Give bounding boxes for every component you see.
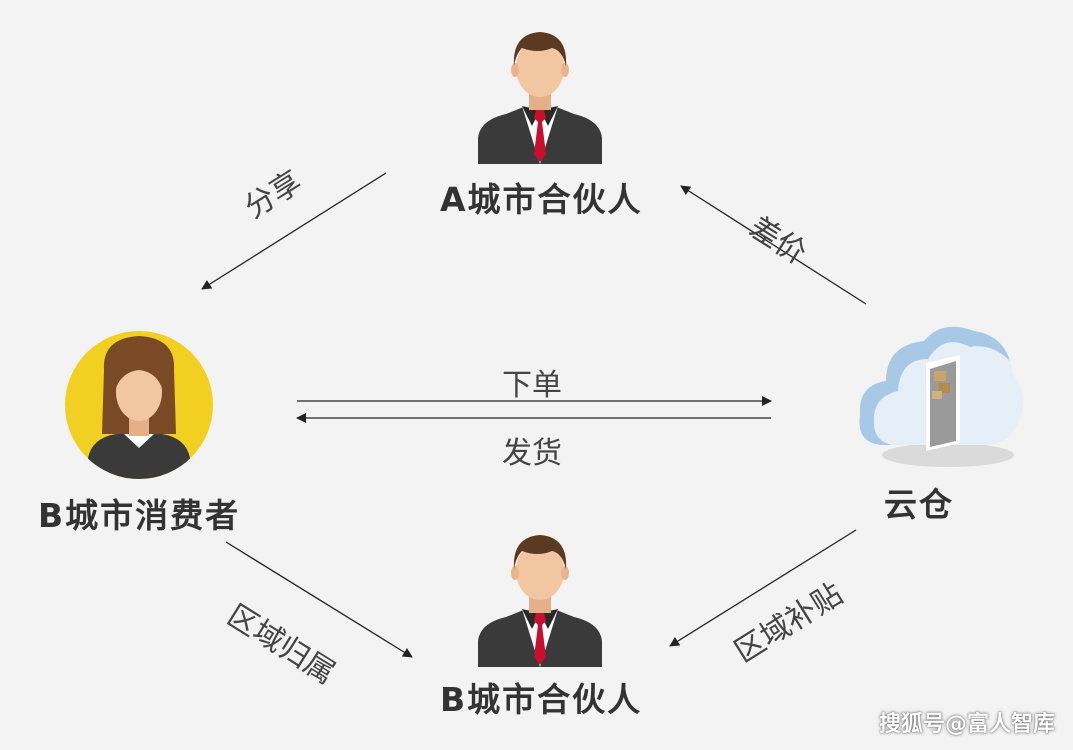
price-diff-arrow: [680, 185, 867, 305]
partner-b-label: B城市合伙人: [440, 680, 643, 719]
ship-label: 发货: [502, 436, 562, 471]
order-label: 下单: [502, 368, 562, 403]
partner-a-avatar-icon: [478, 32, 602, 164]
region-attribution-arrow: [225, 541, 413, 658]
partner-b-avatar-icon: [478, 535, 602, 667]
region-subsidy-arrow: [669, 529, 857, 647]
cloud-warehouse-icon: [859, 326, 1023, 467]
consumer-b-label: B城市消费者: [38, 496, 241, 535]
partner-a-label: A城市合伙人: [440, 180, 643, 219]
watermark: 搜狐号@富人智库: [878, 712, 1055, 737]
cloud-warehouse-label: 云仓: [884, 485, 954, 524]
consumer-avatar-icon: [65, 331, 213, 479]
share-arrow: [201, 172, 387, 290]
